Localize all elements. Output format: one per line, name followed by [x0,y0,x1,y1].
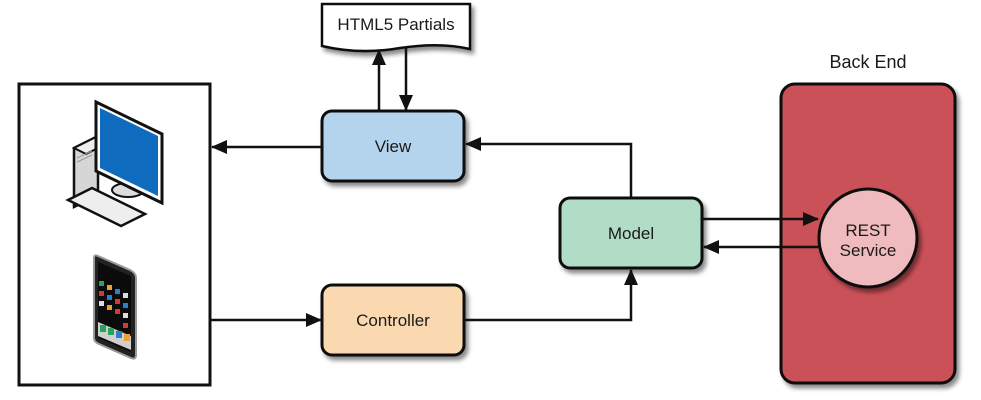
controller-node: Controller [320,283,466,357]
model-node: Model [558,196,704,270]
model-label: Model [608,224,654,243]
view-label: View [375,137,412,156]
rest-service-label-line2: Service [840,241,897,260]
desktop-computer-icon [65,99,164,228]
view-node: View [320,109,466,183]
smartphone-icon [93,254,137,360]
edge-controller-to-model [464,269,638,322]
backend-label: Back End [829,52,906,72]
rest-service-label-line1: REST [845,221,890,240]
html5-partials-label: HTML5 Partials [337,15,454,34]
rest-service-node: REST Service [817,187,919,289]
controller-label: Controller [356,311,430,330]
edge-model-to-view [465,137,633,198]
html5-partials-node: HTML5 Partials [320,2,472,53]
